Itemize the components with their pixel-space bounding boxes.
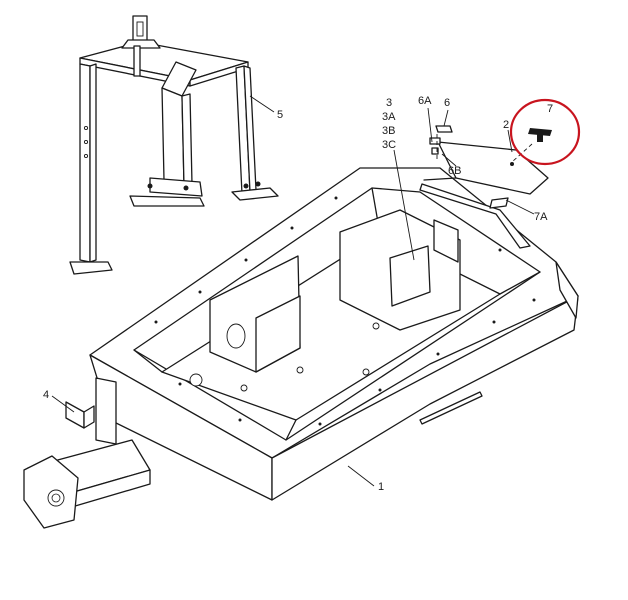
bracket	[65, 401, 95, 429]
callout-labels: 1 2 3 3A 3B 3C 4 5 6 6A 6B 7 7A	[43, 95, 553, 493]
callout-3a: 3A	[382, 111, 396, 123]
callout-7a: 7A	[534, 211, 548, 223]
callout-3: 3	[386, 97, 392, 109]
leader-lines	[51, 95, 535, 487]
hitch-tongue	[23, 377, 151, 529]
callout-6: 6	[444, 97, 450, 109]
hinge-hardware	[429, 125, 509, 209]
highlight-circle	[509, 98, 581, 166]
lifting-stand	[69, 15, 279, 275]
callout-5: 5	[277, 109, 283, 121]
callout-6b: 6B	[448, 165, 461, 177]
callout-1: 1	[378, 481, 384, 493]
t-handle-knob	[509, 98, 581, 166]
callout-3c: 3C	[382, 139, 396, 151]
callout-2: 2	[503, 119, 509, 131]
main-deck	[89, 167, 579, 501]
callout-7: 7	[547, 103, 553, 115]
callout-6a: 6A	[418, 95, 432, 107]
callout-3b: 3B	[382, 125, 395, 137]
callout-4: 4	[43, 389, 49, 401]
